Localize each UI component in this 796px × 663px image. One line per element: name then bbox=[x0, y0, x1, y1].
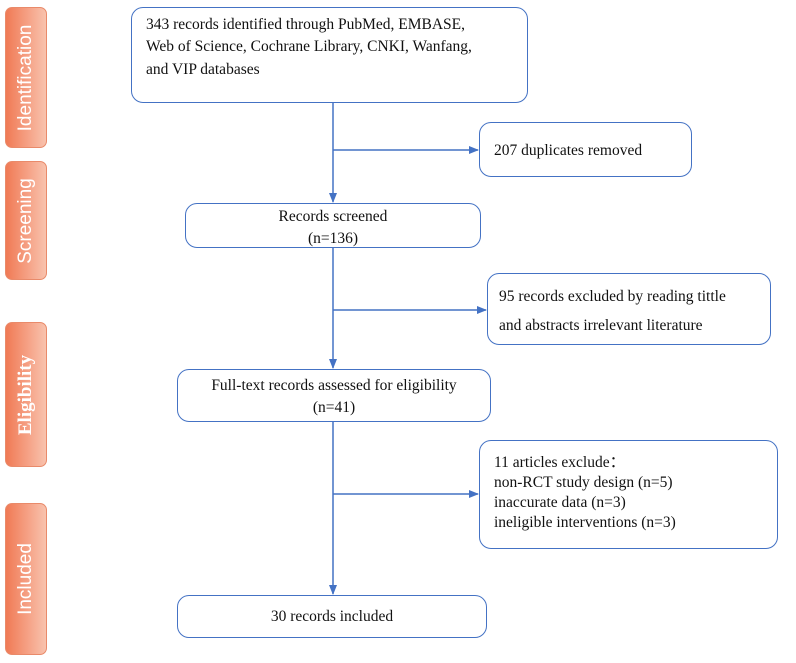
articles-excluded-line-1: 11 articles exclude： bbox=[494, 454, 626, 471]
phase-included-label: Included bbox=[15, 543, 36, 615]
records-included-line-1: 30 records included bbox=[270, 608, 394, 625]
box-records-included: 30 records included bbox=[177, 595, 487, 638]
phase-screening-label: Screening bbox=[15, 177, 36, 264]
phase-eligibility: Eligibility bbox=[5, 322, 47, 467]
box-duplicates-removed: 207 duplicates removed bbox=[479, 122, 692, 177]
duplicates-removed-line-1: 207 duplicates removed bbox=[494, 142, 643, 159]
articles-excluded-line-4: ineligible interventions (n=3) bbox=[494, 514, 676, 532]
records-identified-line-2: Web of Science, Cochrane Library, CNKI, … bbox=[146, 38, 472, 56]
box-records-screened: Records screened (n=136) bbox=[185, 203, 481, 248]
excluded-title-line-2: and abstracts irrelevant literature bbox=[499, 316, 703, 334]
box-articles-excluded: 11 articles exclude： non-RCT study desig… bbox=[479, 440, 778, 549]
phase-eligibility-label: Eligibility bbox=[15, 354, 36, 435]
fulltext-assessed-line-1: Full-text records assessed for eligibili… bbox=[211, 377, 457, 394]
phase-screening: Screening bbox=[5, 161, 47, 280]
records-identified-line-1: 343 records identified through PubMed, E… bbox=[146, 16, 466, 33]
box-excluded-title-abstract: 95 records excluded by reading tittle an… bbox=[487, 273, 771, 345]
phase-identification-label: Identification bbox=[15, 24, 36, 131]
phase-identification: Identification bbox=[5, 7, 47, 148]
excluded-title-line-1: 95 records excluded by reading tittle bbox=[499, 288, 726, 305]
records-screened-line-2: (n=136) bbox=[307, 230, 359, 248]
records-identified-line-3: and VIP databases bbox=[146, 60, 260, 78]
box-records-identified: 343 records identified through PubMed, E… bbox=[131, 7, 528, 103]
fulltext-assessed-line-2: (n=41) bbox=[312, 399, 356, 417]
phase-included: Included bbox=[5, 503, 47, 655]
articles-excluded-line-2: non-RCT study design (n=5) bbox=[494, 474, 673, 492]
records-screened-line-1: Records screened bbox=[278, 208, 388, 225]
articles-excluded-line-3: inaccurate data (n=3) bbox=[494, 494, 626, 512]
box-fulltext-assessed: Full-text records assessed for eligibili… bbox=[177, 369, 491, 422]
